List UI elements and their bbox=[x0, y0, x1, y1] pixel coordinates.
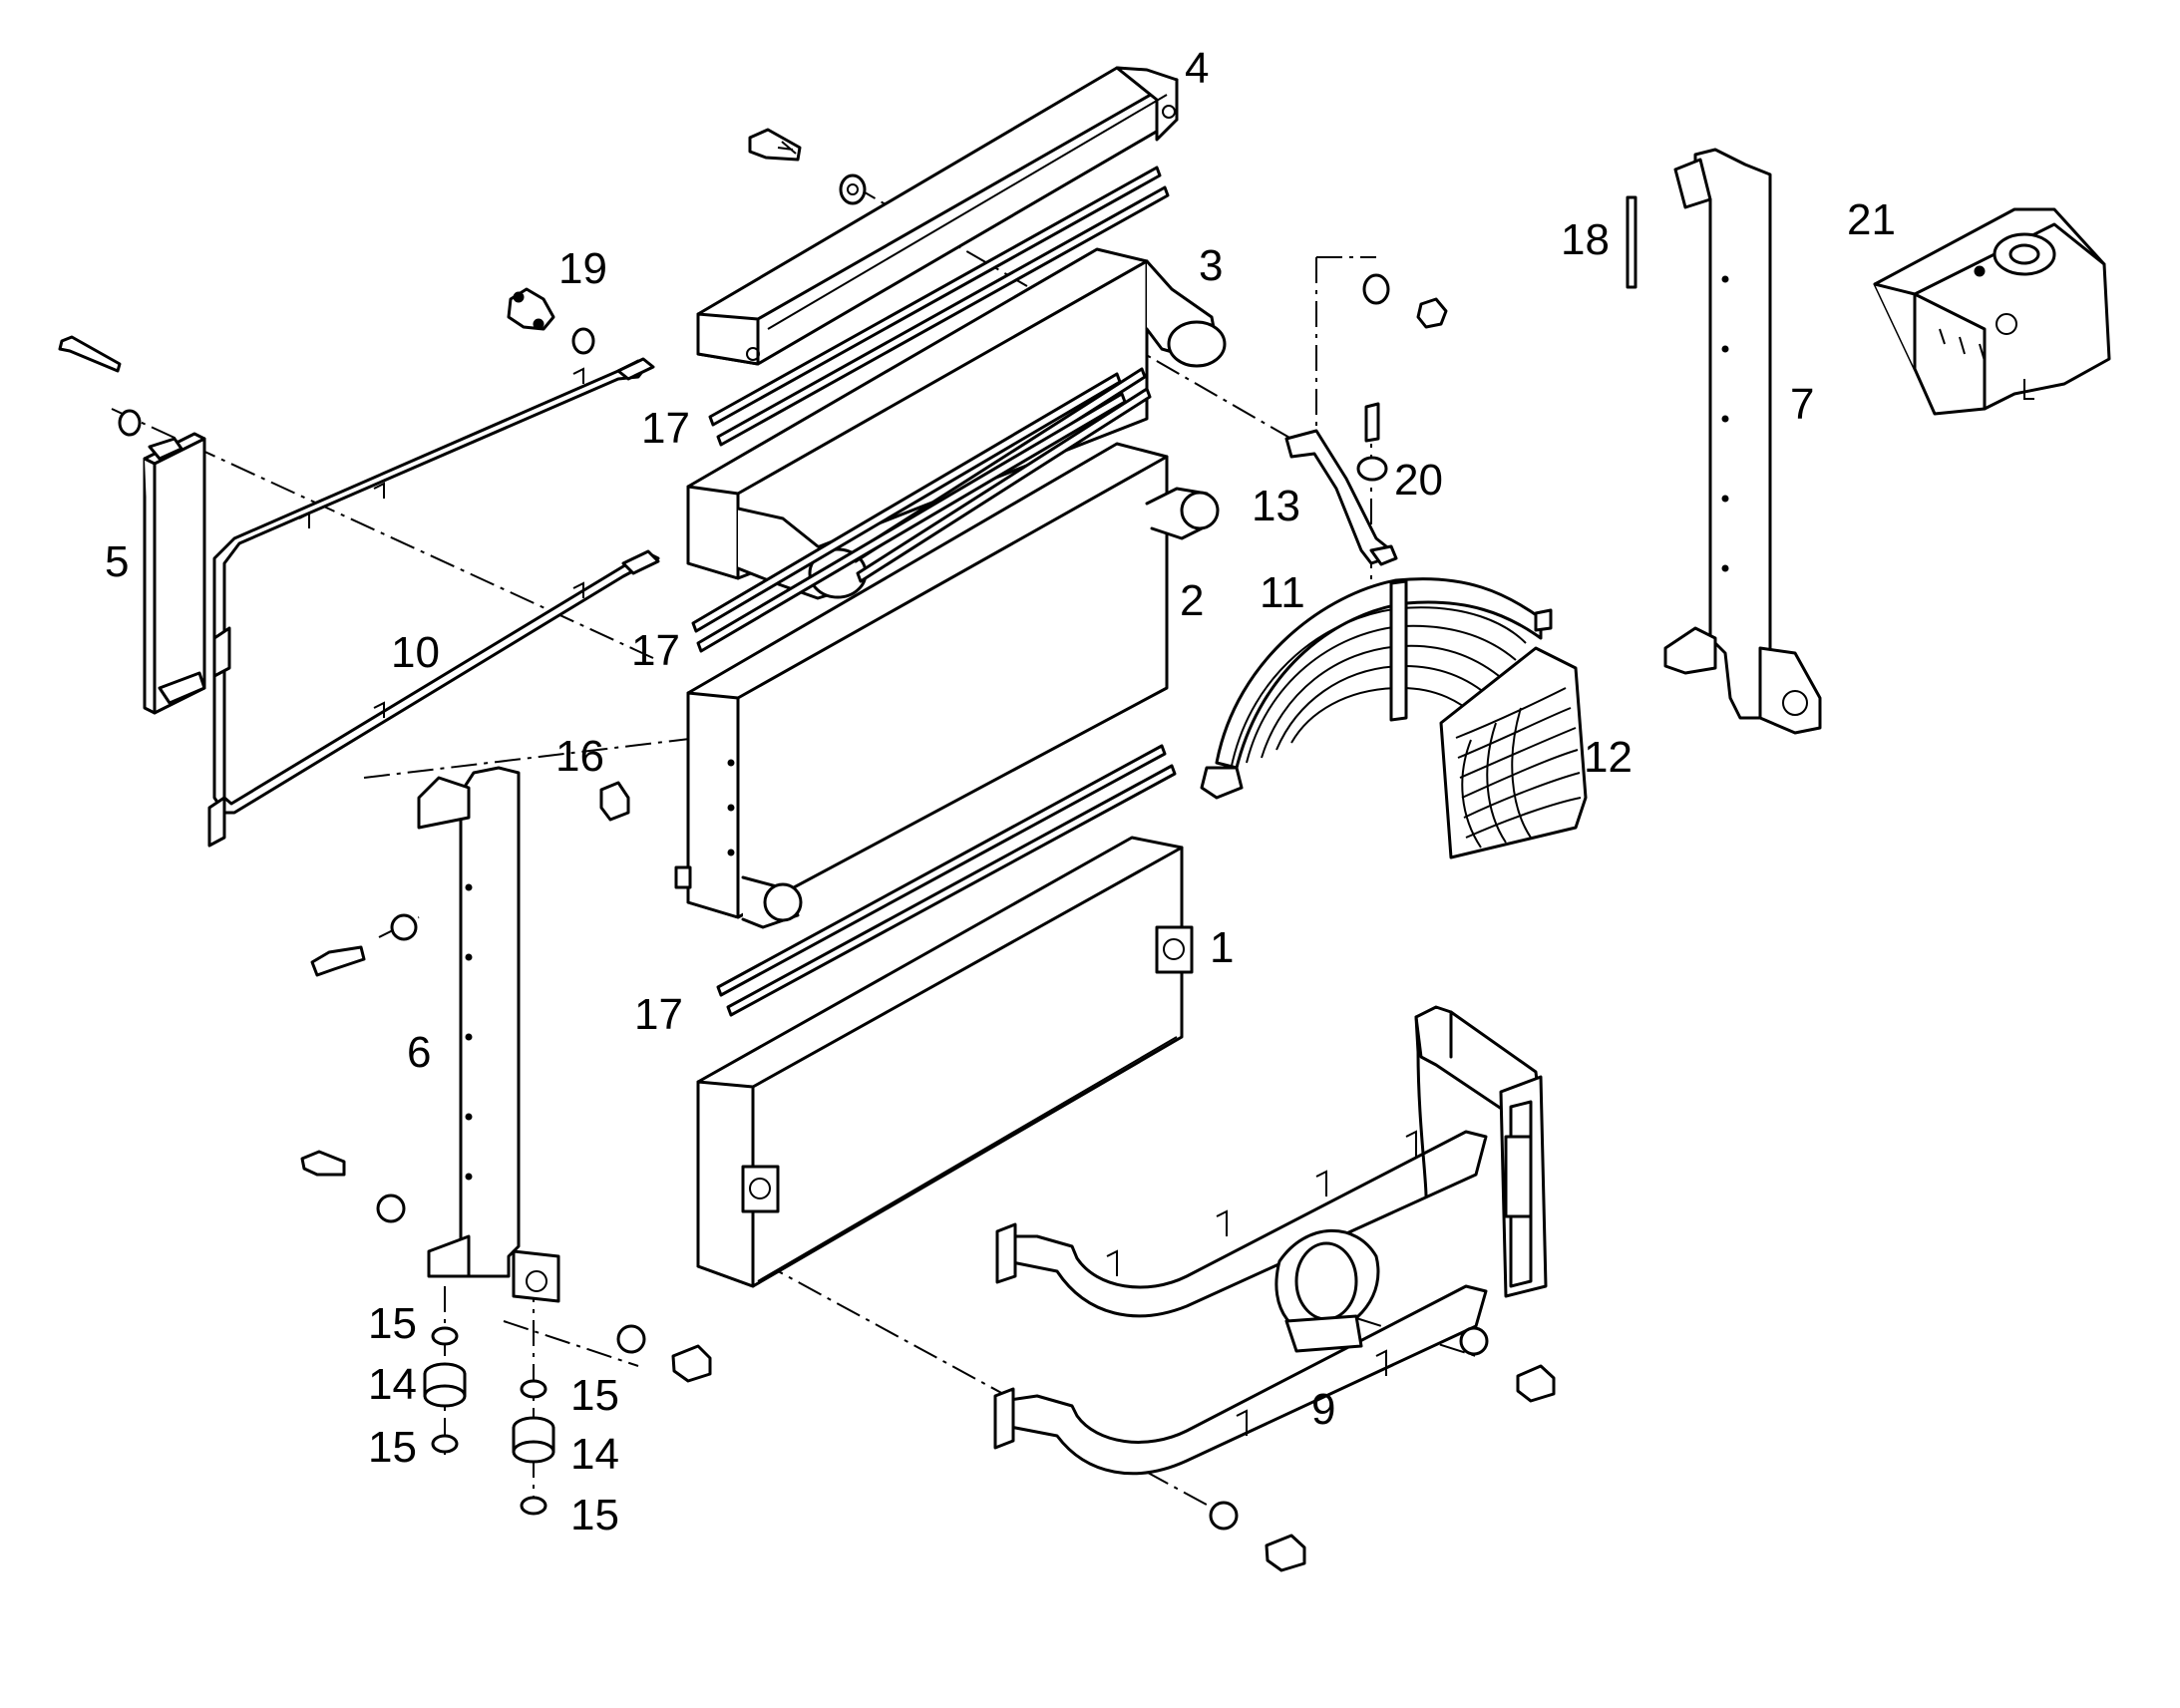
callout-3: 3 bbox=[1199, 241, 1223, 290]
callout-15a: 15 bbox=[368, 1299, 417, 1348]
callout-5: 5 bbox=[105, 537, 129, 586]
callout-15c: 15 bbox=[570, 1371, 619, 1420]
part-16-spacer bbox=[599, 781, 630, 822]
callout-11: 11 bbox=[1260, 568, 1305, 617]
part-10-tube-frame bbox=[207, 357, 660, 848]
callout-12: 12 bbox=[1584, 733, 1633, 782]
callout-7: 7 bbox=[1790, 380, 1814, 429]
part-13-bracket bbox=[1284, 429, 1398, 566]
callout-1: 1 bbox=[1210, 923, 1234, 972]
callout-17b: 17 bbox=[631, 626, 680, 675]
part-9-lower-frame bbox=[993, 1005, 1548, 1476]
bottom-bolts bbox=[1209, 1326, 1556, 1572]
callout-10: 10 bbox=[391, 628, 440, 677]
part-1-radiator bbox=[696, 836, 1194, 1288]
part-5-oil-cooler bbox=[58, 335, 206, 715]
callout-19: 19 bbox=[558, 244, 607, 293]
part-18-strip bbox=[1626, 195, 1637, 289]
callout-14a: 14 bbox=[368, 1360, 417, 1409]
part-3-intercooler bbox=[686, 247, 1227, 600]
callout-15d: 15 bbox=[570, 1491, 619, 1539]
callout-16: 16 bbox=[555, 732, 604, 781]
part-7-right-upright bbox=[1663, 148, 1822, 735]
callout-4: 4 bbox=[1185, 44, 1209, 93]
callout-2: 2 bbox=[1180, 576, 1204, 625]
callout-18: 18 bbox=[1561, 215, 1610, 264]
part-14-15-mounts bbox=[423, 1326, 555, 1516]
callout-14b: 14 bbox=[570, 1430, 619, 1479]
part-6-left-upright bbox=[417, 766, 560, 1303]
part-4-top-tank bbox=[696, 66, 1179, 366]
callout-9: 9 bbox=[1311, 1385, 1335, 1434]
part-17-seal-strips bbox=[691, 166, 1177, 1017]
callout-20: 20 bbox=[1394, 456, 1443, 505]
part-21-reservoir bbox=[1873, 207, 2111, 416]
left-bolts bbox=[300, 913, 712, 1383]
part-20-fastener bbox=[1356, 273, 1448, 482]
bolt-top bbox=[748, 128, 867, 205]
callout-labels: 1 2 3 4 5 6 7 9 10 11 12 13 14 14 15 15 … bbox=[105, 44, 1896, 1539]
part-11-fan-guard bbox=[1200, 577, 1553, 800]
callout-21: 21 bbox=[1847, 195, 1896, 244]
callout-15b: 15 bbox=[368, 1423, 417, 1472]
part-2-radiator bbox=[674, 442, 1220, 929]
part-19-valve bbox=[507, 287, 595, 355]
part-12-grille bbox=[1439, 646, 1588, 859]
callout-17c: 17 bbox=[634, 990, 683, 1039]
callout-13: 13 bbox=[1252, 482, 1300, 530]
callout-17a: 17 bbox=[641, 404, 690, 453]
callout-6: 6 bbox=[407, 1028, 431, 1077]
